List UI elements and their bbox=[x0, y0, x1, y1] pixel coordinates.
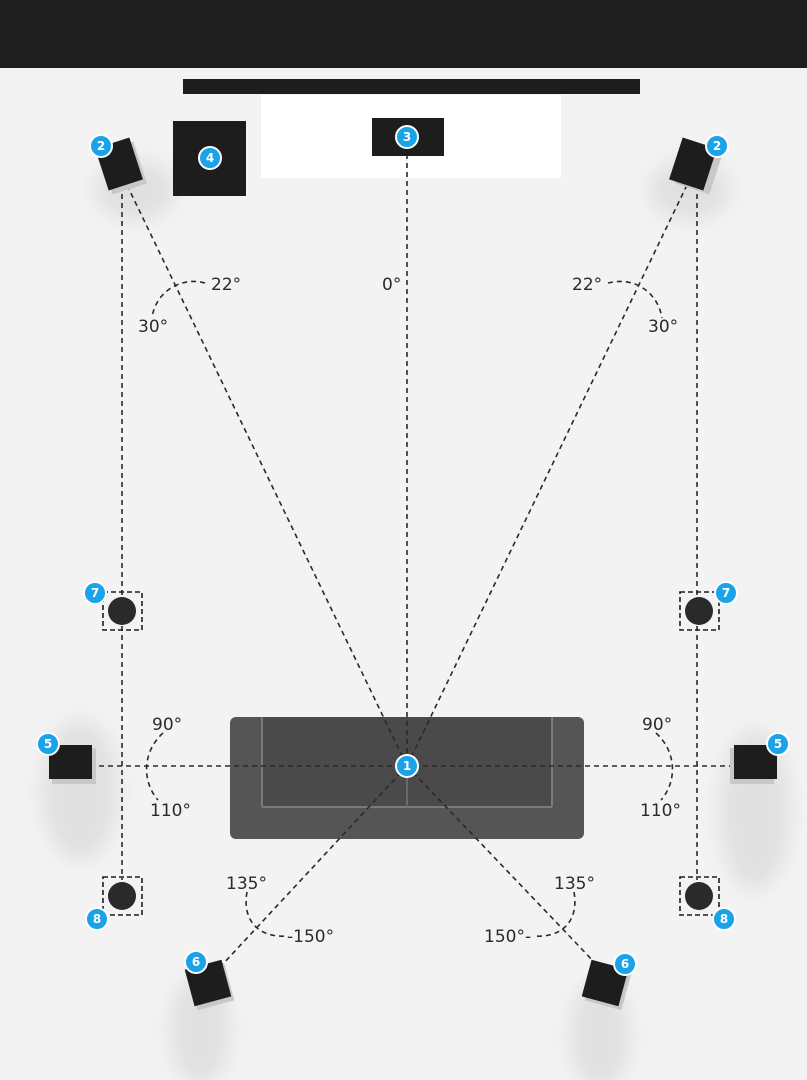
svg-text:2: 2 bbox=[97, 139, 105, 153]
angle-label-side-left-lower: 110° bbox=[150, 801, 191, 821]
arc-rear-right bbox=[533, 891, 576, 937]
svg-text:2: 2 bbox=[713, 139, 721, 153]
angle-label-front-left-inner: 22° bbox=[211, 275, 241, 295]
svg-text:7: 7 bbox=[91, 586, 99, 600]
front-left-line bbox=[126, 184, 408, 767]
svg-text:4: 4 bbox=[206, 151, 214, 165]
svg-text:7: 7 bbox=[722, 586, 730, 600]
arc-side-right bbox=[655, 732, 674, 801]
svg-text:6: 6 bbox=[621, 957, 629, 971]
tv-screen bbox=[183, 79, 640, 94]
angle-label-side-right-lower: 110° bbox=[640, 801, 681, 821]
badge-rear-right: 6 bbox=[613, 952, 637, 976]
angle-label-rear-left-lower: -150° bbox=[287, 927, 334, 947]
svg-text:8: 8 bbox=[720, 912, 728, 926]
front-right-line bbox=[406, 184, 688, 767]
svg-text:6: 6 bbox=[192, 955, 200, 969]
angle-label-front-left-outer: 30° bbox=[138, 317, 168, 337]
angle-label-rear-left-upper: 135° bbox=[226, 874, 267, 894]
angle-label-front-right-outer: 30° bbox=[648, 317, 678, 337]
room-floor bbox=[14, 82, 807, 1080]
reference-lines bbox=[90, 145, 738, 966]
arc-front-right bbox=[607, 280, 663, 319]
rear-right-line bbox=[406, 765, 598, 966]
rear-left-line bbox=[221, 765, 408, 966]
angle-label-center: 0° bbox=[382, 275, 401, 295]
arc-side-left bbox=[145, 732, 164, 801]
badge-surround-right: 5 bbox=[766, 732, 790, 756]
angle-label-rear-right-upper: 135° bbox=[554, 874, 595, 894]
angle-label-rear-right-lower: 150°- bbox=[484, 927, 531, 947]
top-bar bbox=[0, 0, 807, 68]
badge-ceiling-front-left: 7 bbox=[83, 581, 107, 605]
badge-ceiling-rear-right: 8 bbox=[712, 907, 736, 931]
badge-center: 3 bbox=[395, 125, 419, 149]
angle-label-side-left-upper: 90° bbox=[152, 715, 182, 735]
svg-text:5: 5 bbox=[44, 737, 52, 751]
badge-ceiling-front-right: 7 bbox=[714, 581, 738, 605]
badge-front-right: 2 bbox=[705, 134, 729, 158]
badge-front-left: 2 bbox=[89, 134, 113, 158]
angle-label-side-right-upper: 90° bbox=[642, 715, 672, 735]
ceiling-front-left-speaker bbox=[102, 591, 143, 631]
arc-rear-left bbox=[245, 891, 288, 937]
badge-rear-left: 6 bbox=[184, 950, 208, 974]
angle-label-front-right-inner: 22° bbox=[572, 275, 602, 295]
floor-shadows bbox=[42, 160, 790, 1080]
svg-text:5: 5 bbox=[774, 737, 782, 751]
ceiling-rear-left-speaker bbox=[102, 876, 143, 916]
svg-text:3: 3 bbox=[403, 130, 411, 144]
svg-text:8: 8 bbox=[93, 912, 101, 926]
ceiling-front-right-speaker bbox=[679, 591, 720, 631]
arc-front-left bbox=[151, 280, 206, 319]
badge-listening-position: 1 bbox=[395, 754, 419, 778]
badge-subwoofer: 4 bbox=[198, 146, 222, 170]
svg-text:1: 1 bbox=[403, 759, 411, 773]
badge-surround-left: 5 bbox=[36, 732, 60, 756]
badge-ceiling-rear-left: 8 bbox=[85, 907, 109, 931]
ceiling-rear-right-speaker bbox=[679, 876, 720, 916]
